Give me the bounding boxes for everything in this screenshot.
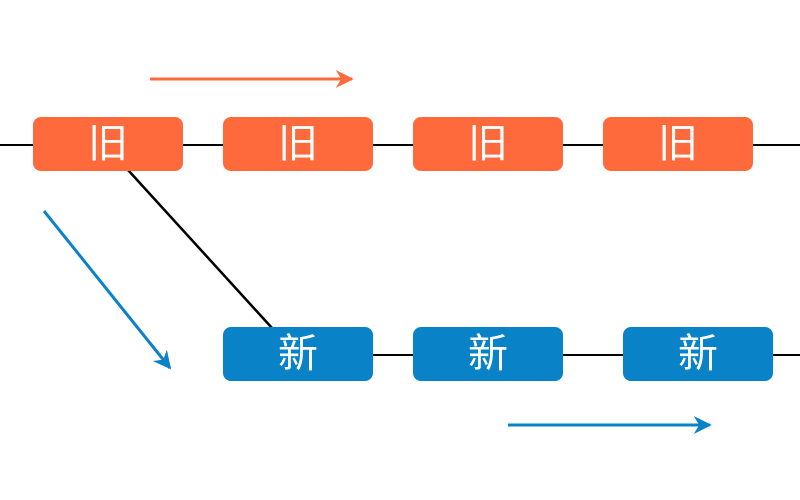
old-node: 旧 — [223, 117, 373, 171]
new-node-label: 新 — [678, 331, 718, 377]
old-node-label: 旧 — [88, 121, 128, 167]
old-node-label: 旧 — [468, 121, 508, 167]
new-node: 新 — [623, 327, 773, 381]
branch-direction-arrow — [42, 210, 172, 370]
branch-connector-line — [127, 169, 273, 329]
old-node: 旧 — [33, 117, 183, 171]
new-node-label: 新 — [468, 331, 508, 377]
old-node-label: 旧 — [658, 121, 698, 167]
old-node: 旧 — [413, 117, 563, 171]
old-node-label: 旧 — [278, 121, 318, 167]
new-node: 新 — [223, 327, 373, 381]
old-node: 旧 — [603, 117, 753, 171]
new-node-label: 新 — [278, 331, 318, 377]
new-node: 新 — [413, 327, 563, 381]
